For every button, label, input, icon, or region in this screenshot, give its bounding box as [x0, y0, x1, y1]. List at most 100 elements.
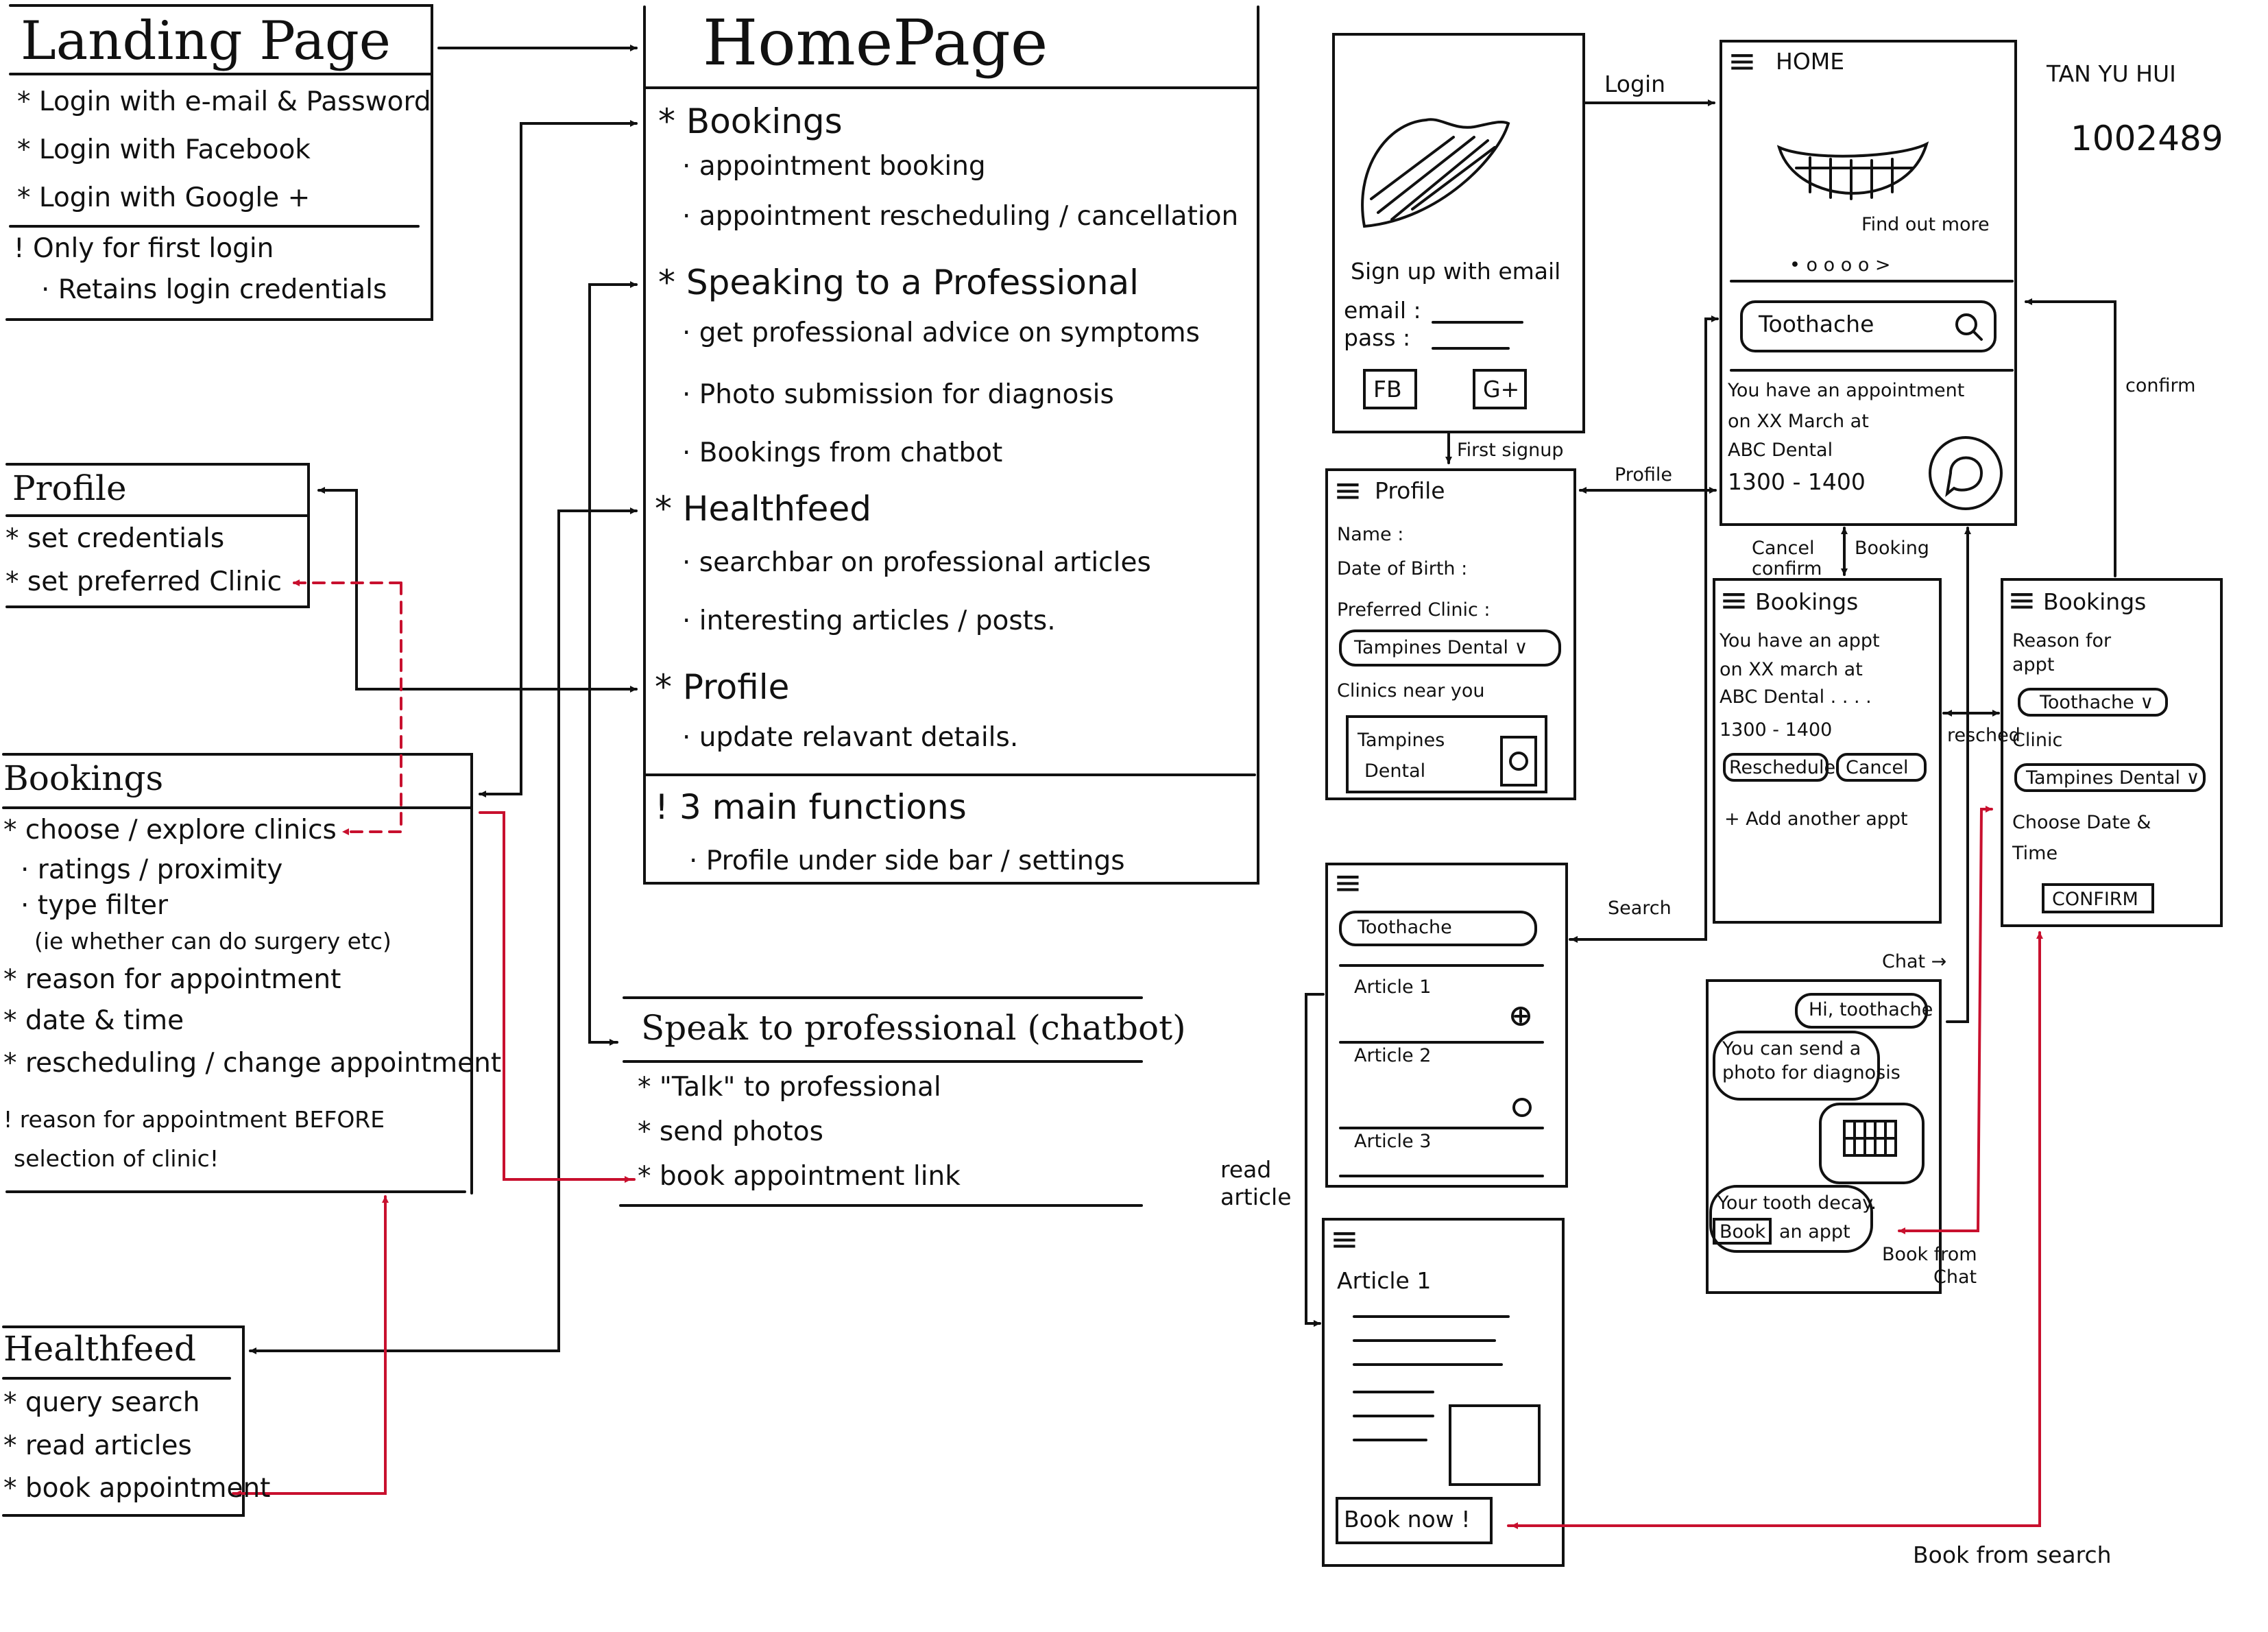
bookings2-reason-1: Reason for: [2012, 630, 2112, 651]
bookings-title: Bookings: [3, 758, 164, 798]
chat-bubble-3: [1709, 1185, 1873, 1253]
profile-menu-icon[interactable]: ≡: [1334, 470, 1362, 510]
red-arrow-speak-bookings: [479, 811, 636, 1181]
label-article: article: [1220, 1184, 1292, 1210]
landing-title: Landing Page: [21, 10, 391, 72]
bookings2-reason-dropdown[interactable]: Toothache ∨: [2040, 692, 2154, 713]
label-confirm: confirm: [2125, 375, 2196, 396]
bookings1-line-1: You have an appt: [1720, 630, 1880, 651]
bookings1-line-4: 1300 - 1400: [1720, 719, 1833, 741]
label-cancel: Cancel: [1752, 538, 1815, 559]
bookings-item-1: * choose / explore clinics: [3, 815, 337, 845]
homepage-note: ! 3 main functions: [655, 787, 967, 827]
profile-near-label: Clinics near you: [1337, 680, 1485, 701]
author-id: 1002489: [2071, 119, 2223, 158]
label-book-from: Book from: [1882, 1244, 1977, 1265]
article-image-box: [1449, 1404, 1541, 1486]
profile-name-label: Name :: [1337, 524, 1404, 545]
homepage-section-healthfeed: * Healthfeed: [655, 489, 871, 529]
home-appt-line-3: ABC Dental: [1728, 440, 1833, 461]
homepage-healthfeed-item-2: · interesting articles / posts.: [682, 605, 1056, 636]
bookings2-reason-2: appt: [2012, 654, 2055, 675]
chat-message-3b: an appt: [1779, 1221, 1850, 1243]
profile-clinic-dropdown[interactable]: Tampines Dental ∨: [1354, 637, 1528, 658]
speak-title: Speak to professional (chatbot): [641, 1008, 1186, 1048]
homepage-title: HomePage: [703, 6, 1048, 80]
profile-box: [5, 463, 310, 608]
search-query-box: [1339, 911, 1537, 946]
label-search: Search: [1608, 898, 1672, 919]
login-google-button[interactable]: G+: [1483, 376, 1520, 403]
home-menu-icon[interactable]: ≡: [1728, 41, 1757, 81]
bookings1-add-button[interactable]: + Add another appt: [1724, 808, 1908, 830]
arrow-search-home: [1569, 315, 1719, 941]
arrow-bookings2-home: [2025, 298, 2116, 577]
article-menu-icon[interactable]: ≡: [1330, 1219, 1359, 1259]
article-book-now-button[interactable]: Book now !: [1344, 1506, 1471, 1533]
landing-item-facebook: * Login with Facebook: [17, 134, 311, 165]
clinic-select-box: [2014, 763, 2206, 792]
homepage-section-profile: * Profile: [655, 667, 790, 707]
home-find-out-more[interactable]: Find out more: [1861, 214, 1990, 235]
homepage-section-bookings: * Bookings: [658, 101, 843, 141]
chat-bubble-1: [1795, 993, 1928, 1029]
profile-card-line-1[interactable]: Tampines: [1358, 730, 1445, 751]
article-2-add-icon: [1512, 1098, 1532, 1117]
arrow-speak-home: [588, 281, 638, 1044]
bookings2-confirm-button[interactable]: CONFIRM: [2052, 889, 2138, 910]
screen-home: [1720, 40, 2017, 526]
smile-sketch: [1776, 141, 1929, 195]
healthfeed-box: [2, 1325, 245, 1517]
label-profile: Profile: [1615, 464, 1672, 485]
profile-card-line-2[interactable]: Dental: [1364, 760, 1426, 782]
google-button-box: [1473, 369, 1527, 409]
article-1-add-plus: [1514, 1009, 1528, 1023]
screen-login: [1332, 33, 1585, 433]
chat-book-button[interactable]: Book: [1720, 1221, 1766, 1243]
bookings1-menu-icon[interactable]: ≡: [1720, 580, 1748, 620]
chat-book-button-box: [1713, 1218, 1772, 1245]
search-menu-icon[interactable]: ≡: [1334, 863, 1362, 902]
homepage-speaking-item-1: · get professional advice on symptoms: [682, 317, 1200, 348]
chat-message-1: Hi, toothache: [1809, 999, 1933, 1020]
healthfeed-item-3: * book appointment: [3, 1473, 271, 1504]
label-chat: Chat →: [1882, 951, 1947, 972]
search-query-input[interactable]: Toothache: [1358, 917, 1452, 938]
screen-chat: [1706, 979, 1942, 1294]
home-appt-line-1: You have an appointment: [1728, 380, 1965, 401]
tooth-sketch: [1361, 118, 1510, 228]
article-title: Article 1: [1337, 1267, 1432, 1294]
fb-button-box: [1363, 369, 1417, 409]
home-carousel-dots[interactable]: • o o o o >: [1789, 254, 1891, 276]
bookings1-reschedule-button[interactable]: Reschedule: [1729, 757, 1836, 778]
bookings2-menu-icon[interactable]: ≡: [2007, 580, 2036, 620]
search-article-3[interactable]: Article 3: [1354, 1131, 1432, 1152]
bookings1-cancel-button[interactable]: Cancel: [1846, 757, 1909, 778]
label-resched: resched: [1947, 725, 2020, 746]
chat-photo-bubble: [1819, 1103, 1925, 1184]
label-book-from-search: Book from search: [1913, 1541, 2112, 1568]
chat-message-3: Your tooth decay.: [1717, 1192, 1877, 1214]
landing-item-email: * Login with e-mail & Password: [17, 86, 431, 117]
homepage-box: [643, 5, 1259, 885]
login-fb-button[interactable]: FB: [1373, 376, 1402, 403]
bookings-box: [2, 753, 473, 1195]
bookings2-date-1: Choose Date &: [2012, 812, 2151, 833]
home-appt-line-2: on XX March at: [1728, 411, 1869, 432]
search-article-1[interactable]: Article 1: [1354, 976, 1432, 998]
bookings1-line-2: on XX march at: [1720, 659, 1863, 680]
red-arrow-search-book: [1507, 931, 2043, 1527]
reason-select-box: [2018, 688, 2168, 717]
arrow-bookings-home: [509, 120, 638, 795]
chat-bubble-icon: [1929, 436, 2003, 510]
label-login: Login: [1604, 71, 1666, 97]
bookings-item-2: · ratings / proximity: [21, 854, 283, 885]
home-search-input[interactable]: Toothache: [1759, 311, 1874, 337]
chat-bubble-inner: [1945, 456, 1983, 497]
search-icon-handle: [1972, 330, 1983, 341]
search-article-2[interactable]: Article 2: [1354, 1045, 1432, 1066]
bookings2-clinic-dropdown[interactable]: Tampines Dental ∨: [2026, 767, 2200, 789]
author-name: TAN YU HUI: [2047, 60, 2176, 87]
bookings-item-5: * reason for appointment: [3, 964, 341, 995]
red-arrow-preferred-clinic: [341, 581, 402, 835]
